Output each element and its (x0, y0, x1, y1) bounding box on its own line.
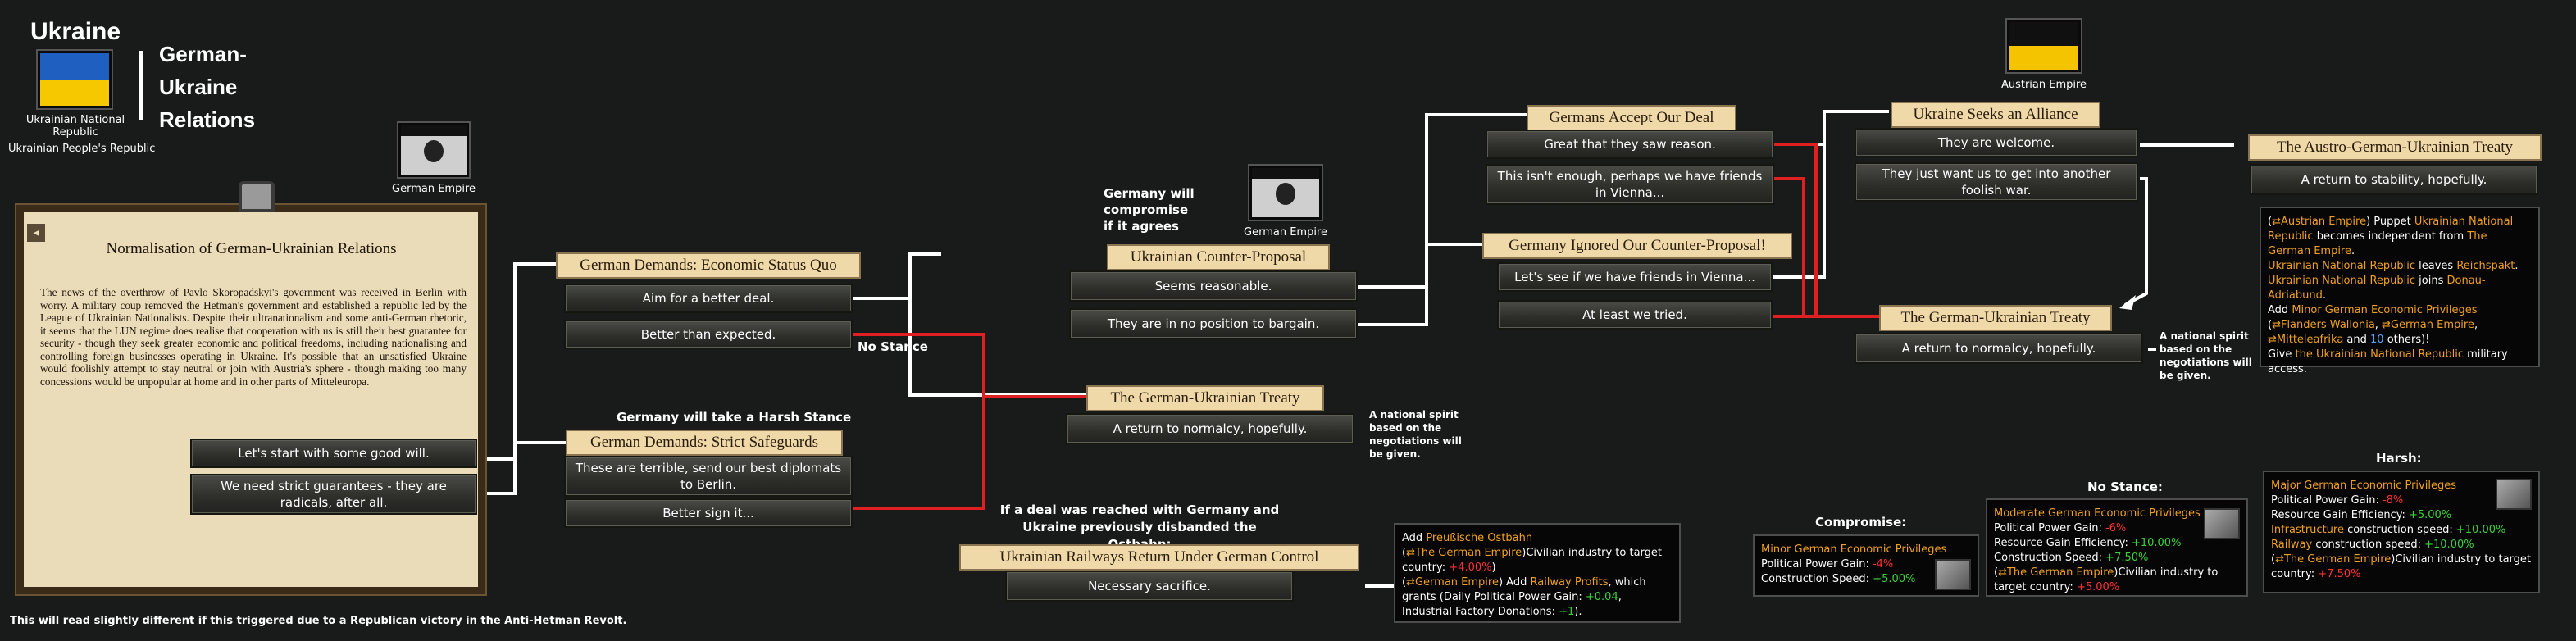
option-return-normalcy[interactable]: A return to normalcy, hopefully. (1855, 333, 2143, 364)
harsh-effects-box: Major German Economic Privileges Politic… (2263, 471, 2540, 593)
privileges-picture-icon (2496, 479, 2532, 510)
event-railways-title: Ukrainian Railways Return Under German C… (959, 544, 1359, 571)
alt-country-label: Ukrainian People's Republic (8, 143, 155, 155)
privileges-picture-icon (1935, 559, 1971, 590)
event-title: Normalisation of German-Ukrainian Relati… (24, 240, 479, 258)
event-econ-status-quo-title: German Demands: Economic Status Quo (556, 252, 861, 279)
compromise-caption: Germany will compromise if it agrees (1104, 185, 1235, 234)
event-austro-treaty-title: The Austro-German-Ukrainian Treaty (2248, 134, 2542, 161)
option-see-friends-vienna[interactable]: Let's see if we have friends in Vienna..… (1497, 262, 1773, 292)
austrian-empire-label: Austrian Empire (1997, 79, 2091, 91)
austro-effects-box: (⇄Austrian Empire) Puppet Ukrainian Nati… (2260, 207, 2540, 367)
event-option-good-will[interactable]: Let's start with some good will. (190, 439, 477, 468)
option-they-are-welcome[interactable]: They are welcome. (1855, 128, 2138, 157)
title-divider (139, 51, 143, 120)
event-treaty-title: The German-Ukrainian Treaty (1879, 305, 2112, 331)
no-stance-effects-box: Moderate German Economic Privileges Poli… (1986, 498, 2248, 597)
footnote: This will read slightly different if thi… (10, 615, 626, 627)
german-empire-label: German Empire (389, 183, 479, 195)
german-empire-flag-icon (397, 121, 471, 179)
back-arrow-icon[interactable]: ◂ (27, 224, 45, 242)
relations-title: German- Ukraine Relations (159, 38, 255, 136)
spirit-note: A national spirit based on the negotiati… (1369, 408, 1462, 461)
option-friends-vienna[interactable]: This isn't enough, perhaps we have frien… (1486, 164, 1774, 205)
option-foolish-war[interactable]: They just want us to get into another fo… (1855, 162, 2138, 202)
page-title: Ukraine (30, 18, 121, 46)
harsh-header: Harsh: (2376, 451, 2422, 466)
clip-icon (239, 181, 275, 212)
option-seems-reasonable[interactable]: Seems reasonable. (1069, 270, 1358, 302)
ukraine-flag-icon (36, 49, 113, 110)
option-no-position[interactable]: They are in no position to bargain. (1069, 308, 1358, 339)
option-necessary-sacrifice[interactable]: Necessary sacrifice. (1005, 571, 1294, 602)
option-better-deal[interactable]: Aim for a better deal. (564, 284, 853, 313)
event-ignored-title: Germany Ignored Our Counter-Proposal! (1482, 233, 1792, 259)
option-return-stability[interactable]: A return to stability, hopefully. (2250, 164, 2538, 195)
railways-effects-box: Add Preußische Ostbahn (⇄The German Empi… (1394, 523, 1681, 623)
event-option-strict[interactable]: We need strict guarantees - they are rad… (190, 474, 477, 515)
event-counter-proposal-title: Ukrainian Counter-Proposal (1107, 244, 1330, 270)
harsh-stance-caption: Germany will take a Harsh Stance (617, 410, 851, 425)
option-send-diplomats[interactable]: These are terrible, send our best diplom… (564, 456, 853, 497)
option-sign-it[interactable]: Better sign it... (564, 498, 853, 528)
option-better-than-expected[interactable]: Better than expected. (564, 320, 853, 349)
compromise-effects-box: Minor German Economic Privileges Politic… (1753, 534, 1979, 597)
event-window: ◂ Normalisation of German-Ukrainian Rela… (16, 205, 485, 594)
german-empire-label: German Empire (1240, 226, 1331, 239)
event-alliance-title: Ukraine Seeks an Alliance (1891, 102, 2100, 128)
event-treaty-title: The German-Ukrainian Treaty (1086, 385, 1324, 411)
austrian-empire-flag-icon (2005, 18, 2082, 74)
no-stance-caption: No Stance (858, 339, 928, 354)
option-return-normalcy[interactable]: A return to normalcy, hopefully. (1066, 413, 1354, 444)
spirit-note: A national spirit based on the negotiati… (2160, 330, 2252, 382)
no-stance-header: No Stance: (2087, 480, 2163, 494)
option-at-least-tried[interactable]: At least we tried. (1497, 300, 1773, 330)
privileges-picture-icon (2204, 508, 2240, 539)
compromise-header: Compromise: (1815, 515, 1906, 530)
event-strict-safeguards-title: German Demands: Strict Safeguards (566, 430, 843, 456)
option-saw-reason[interactable]: Great that they saw reason. (1486, 130, 1774, 159)
german-empire-flag-icon (1248, 164, 1323, 221)
event-body: The news of the overthrow of Pavlo Skoro… (40, 286, 467, 388)
event-accept-title: Germans Accept Our Deal (1527, 105, 1736, 131)
country-label: Ukrainian National Republic (18, 114, 133, 139)
